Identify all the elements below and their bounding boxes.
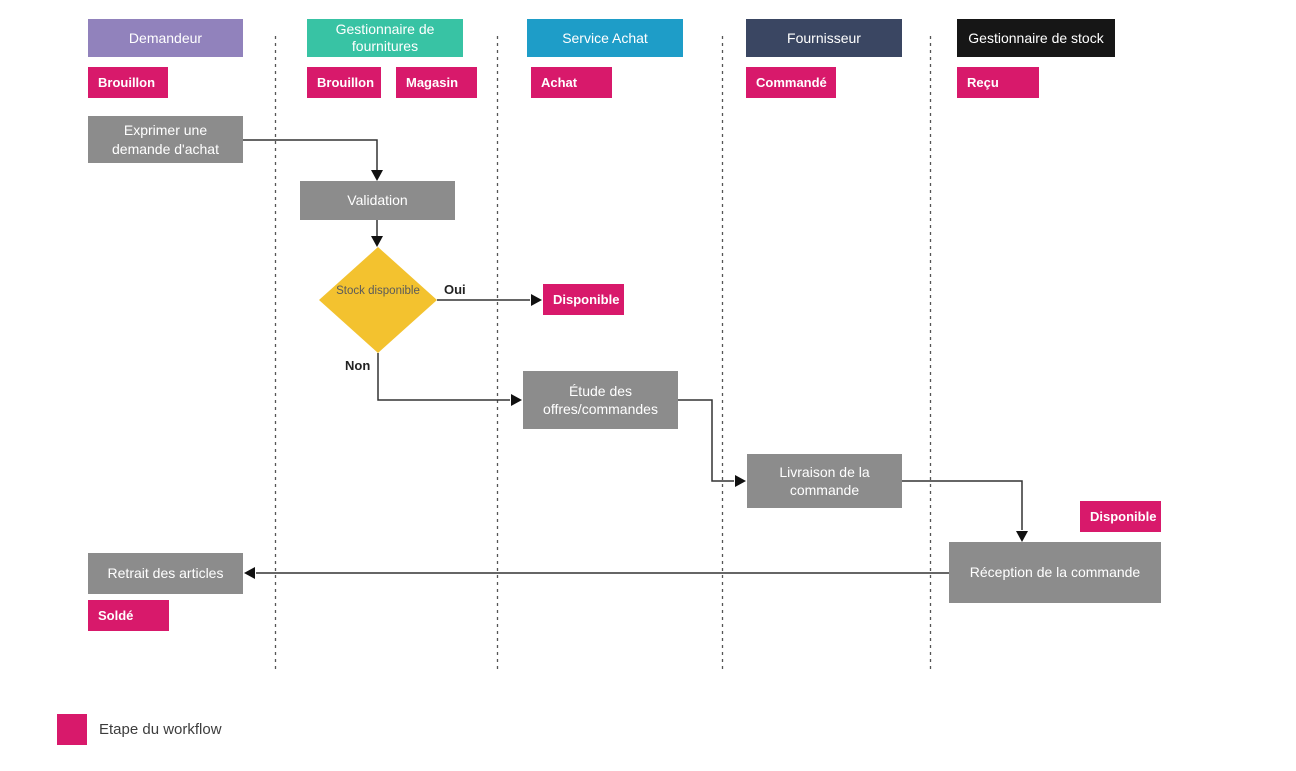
- badge-demandeur-brouillon: Brouillon: [88, 67, 168, 98]
- badge-disponible-stock: Disponible: [1080, 501, 1161, 532]
- badge-achat: Achat: [531, 67, 612, 98]
- edge-label-oui: Oui: [444, 282, 466, 297]
- edge-etude-livraison: [678, 399, 734, 482]
- flow-edges: [243, 139, 1023, 574]
- lane-separators: [274, 36, 932, 672]
- arrowhead-left-retrait: [244, 567, 255, 579]
- legend: Etape du workflow: [57, 714, 222, 745]
- process-exprimer-demande: Exprimer une demande d'achat: [88, 116, 243, 163]
- edge-label-non: Non: [345, 358, 371, 373]
- badge-solde: Soldé: [88, 600, 169, 631]
- arrowhead-down-decision: [371, 236, 383, 247]
- arrowheads: [244, 170, 1028, 579]
- badge-recu: Reçu: [957, 67, 1039, 98]
- badge-commande: Commandé: [746, 67, 836, 98]
- arrowhead-right-disponible: [531, 294, 542, 306]
- process-livraison: Livraison de la commande: [747, 454, 902, 508]
- badge-fournitures-magasin: Magasin: [396, 67, 477, 98]
- process-validation: Validation: [300, 181, 455, 220]
- lane-header-stock: Gestionnaire de stock: [957, 19, 1115, 57]
- process-retrait-articles: Retrait des articles: [88, 553, 243, 594]
- arrowhead-down-reception: [1016, 531, 1028, 542]
- decision-diamond: [319, 247, 437, 353]
- lane-header-demandeur: Demandeur: [88, 19, 243, 57]
- lane-header-fournitures: Gestionnaire de fournitures: [307, 19, 463, 57]
- arrowhead-down-validation: [371, 170, 383, 181]
- edge-decision-etude: [377, 353, 510, 401]
- legend-swatch-workflow-step: [57, 714, 87, 745]
- lane-header-service-achat: Service Achat: [527, 19, 683, 57]
- process-reception: Réception de la commande: [949, 542, 1161, 603]
- legend-label: Etape du workflow: [99, 721, 222, 738]
- decision-label: Stock disponible: [336, 285, 420, 297]
- process-etude-offres: Étude des offres/commandes: [523, 371, 678, 429]
- arrowhead-right-etude: [511, 394, 522, 406]
- lane-header-fournisseur: Fournisseur: [746, 19, 902, 57]
- arrowhead-right-livraison: [735, 475, 746, 487]
- edge-livraison-reception: [902, 480, 1023, 530]
- badge-fournitures-brouillon: Brouillon: [307, 67, 381, 98]
- edge-exprimer-validation: [243, 139, 378, 170]
- badge-disponible-achat: Disponible: [543, 284, 624, 315]
